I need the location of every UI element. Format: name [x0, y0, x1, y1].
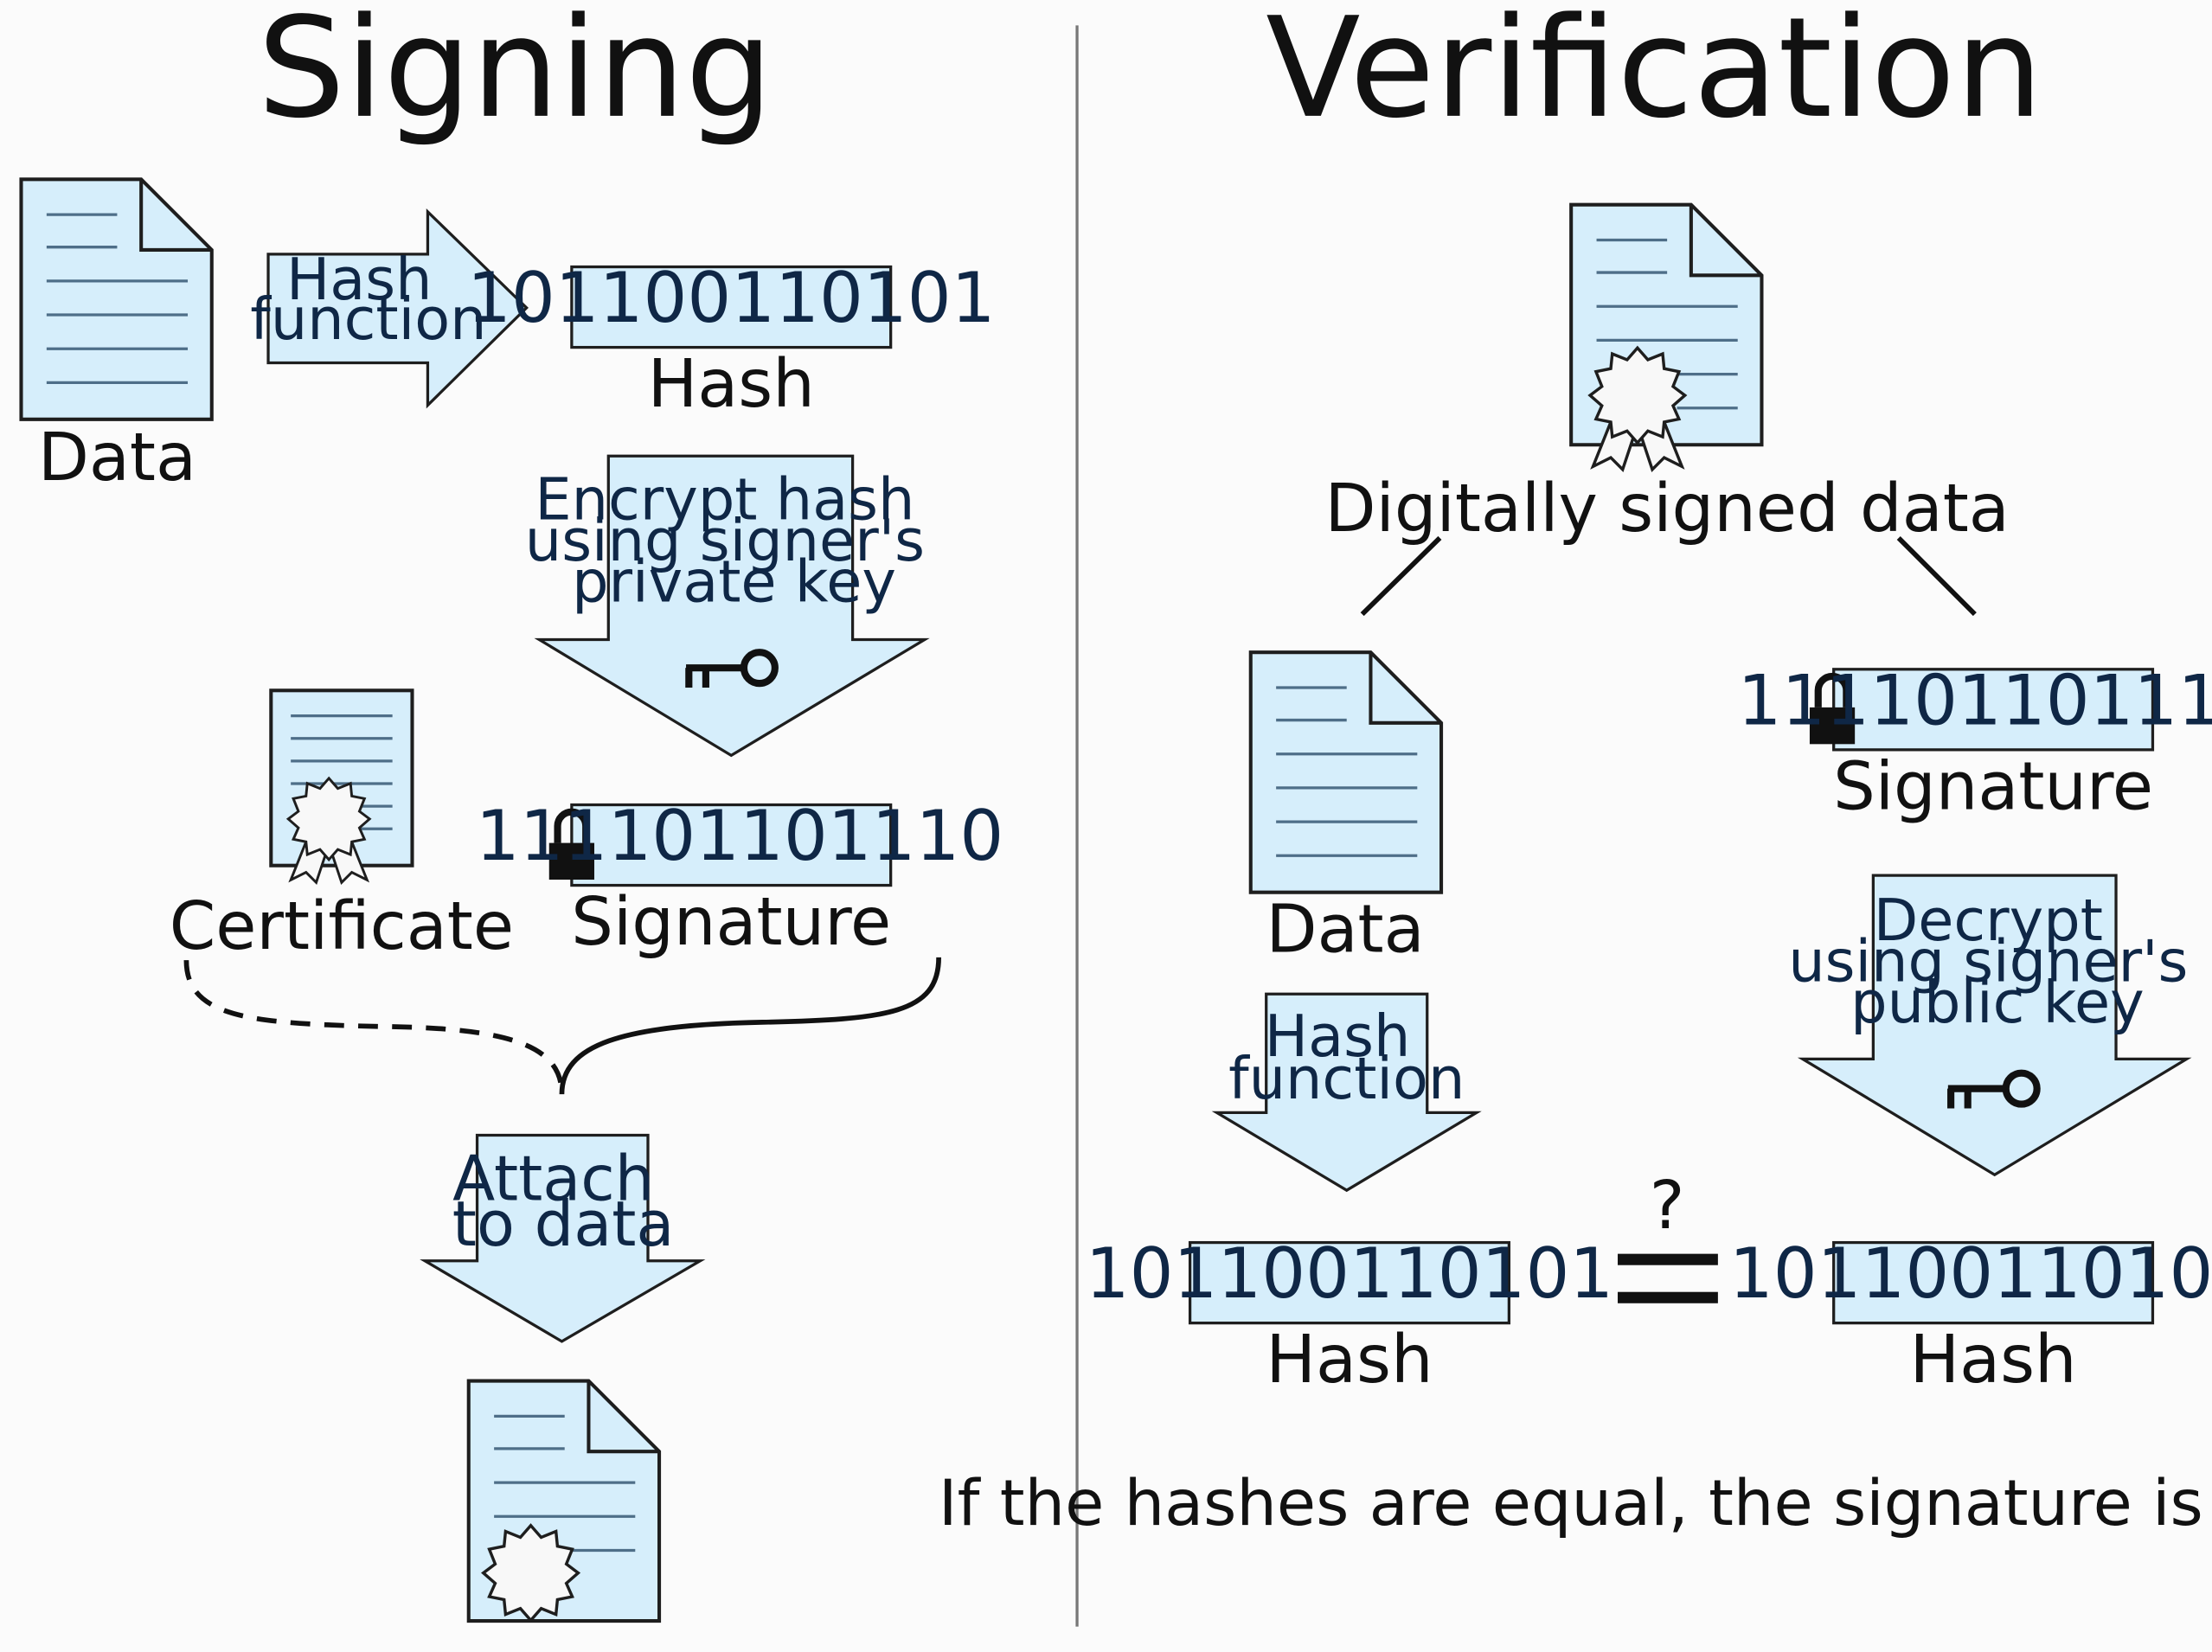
attach-line-1: Attach — [452, 1143, 654, 1215]
question-mark: ? — [1650, 1168, 1685, 1245]
signed-data-label: Digitally signed data — [1324, 471, 2009, 547]
certificate-icon — [269, 688, 414, 884]
document-icon — [1251, 652, 1441, 893]
verification-hash-arrow-line-1: Hash — [1265, 1002, 1411, 1070]
document-icon — [21, 179, 211, 419]
verification-hash-right-box: 101100110101 — [1729, 1233, 2212, 1325]
signed-document-icon — [1569, 202, 1764, 471]
svg-text:Encrypt hash using signe: Encrypt hash using signer's private key — [525, 466, 943, 616]
verification-hash-arrow: Hash function — [1211, 992, 1482, 1193]
split-line-left — [1360, 535, 1442, 617]
svg-text:Hash function: Hash function — [1228, 1002, 1465, 1112]
attach-arrow: Attach to data — [420, 1133, 706, 1343]
verification-signature-label: Signature — [1833, 748, 2153, 825]
svg-text:Decrypt using signer's: Decrypt using signer's public key — [1788, 887, 2206, 1036]
verification-hash-left-label: Hash — [1266, 1322, 1433, 1399]
decrypt-arrow: Decrypt using signer's public key — [1788, 874, 2206, 1177]
verification-hash-right-value: 101100110101 — [1729, 1233, 2212, 1314]
decrypt-line-1: Decrypt — [1874, 887, 2103, 954]
verification-hash-right-label: Hash — [1909, 1322, 2076, 1399]
encrypt-line-1: Encrypt hash — [535, 466, 914, 534]
verification-hash-left-box: 101100110101 — [1086, 1233, 1613, 1325]
verification-hash-left-value: 101100110101 — [1086, 1233, 1613, 1314]
signed-document-icon — [466, 1379, 662, 1623]
hash-function-arrow: Hash function — [250, 208, 529, 409]
decrypt-line-2: using signer's — [1788, 928, 2188, 996]
signature-value: 111101101110 — [476, 796, 1003, 876]
hash-arrow-line-1: Hash — [286, 246, 433, 313]
encrypt-line-2: using signer's — [525, 507, 925, 574]
attach-line-2: to data — [452, 1188, 675, 1260]
certificate-label: Certificate — [170, 888, 514, 965]
svg-text:Hash function: Hash function — [250, 246, 486, 353]
hash-box: 101100110101 — [467, 258, 995, 349]
hash-arrow-line-2: function — [250, 285, 486, 353]
signature-box: 111101101110 — [476, 796, 1003, 887]
decrypt-line-3: public key — [1850, 969, 2145, 1036]
verification-signature-box: 111101101110 — [1738, 660, 2212, 752]
hash-label: Hash — [648, 346, 815, 423]
signature-label: Signature — [571, 884, 891, 961]
verification-data-label: Data — [1266, 891, 1425, 968]
signing-title: Signing — [258, 0, 773, 149]
validity-note: If the hashes are equal, the signature i… — [939, 1467, 2212, 1540]
hash-value: 101100110101 — [467, 258, 995, 338]
verification-title: Verification — [1266, 0, 2042, 149]
verification-hash-arrow-line-2: function — [1228, 1045, 1465, 1112]
encrypt-line-3: private key — [572, 547, 896, 615]
equals-icon — [1618, 1253, 1718, 1303]
split-line-right — [1896, 535, 1977, 617]
brace-dashed — [183, 960, 565, 1095]
svg-text:Attach to data: Attach to data — [452, 1143, 675, 1260]
data-label: Data — [38, 419, 196, 496]
verification-signature-value: 111101101110 — [1738, 660, 2212, 740]
encrypt-arrow: Encrypt hash using signer's private key — [525, 454, 943, 758]
brace-solid — [559, 957, 941, 1095]
seal-icon — [481, 1523, 581, 1623]
